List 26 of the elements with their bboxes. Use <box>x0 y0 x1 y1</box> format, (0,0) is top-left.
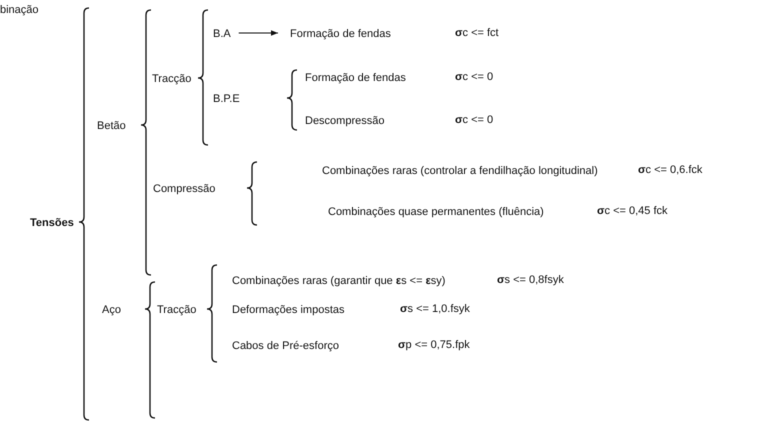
stress-formula: σs <= 0,8fsyk <box>497 273 564 287</box>
tree-item: Tracção <box>157 304 196 316</box>
tree-item: Formação de fendas <box>305 72 406 84</box>
tree-item: Combinações raras (garantir que εs <= εsy) <box>232 275 446 287</box>
tree-item: Aço <box>102 304 121 316</box>
tree-item: Betão <box>97 120 126 132</box>
tree-item: B.P.E <box>213 93 240 105</box>
tree-item: Formação de fendas <box>290 28 391 40</box>
root-heading: Tensões <box>30 217 74 229</box>
tree-item: Cabos de Pré-esforço <box>232 340 339 352</box>
stress-formula: σc <= 0 <box>455 70 494 84</box>
arrow <box>238 30 278 36</box>
stress-formula: σp <= 0,75.fpk <box>398 338 470 352</box>
stress-formula: σs <= 1,0.fsyk <box>400 302 470 316</box>
tree-item: Tracção <box>152 73 192 85</box>
tree-item: Descompressão <box>305 115 384 127</box>
tree-item: Deformações impostas <box>232 304 344 316</box>
tree-item: Compressão <box>153 183 216 195</box>
cropped-label: binação <box>0 3 39 17</box>
stress-formula: σc <= 0,6.fck <box>638 163 702 177</box>
stress-formula: σc <= fct <box>455 26 499 40</box>
stress-formula: σc <= 0 <box>455 113 494 127</box>
tree-item: Combinações quase permanentes (fluência) <box>328 206 544 218</box>
tree-item: Combinações raras (controlar a fendilhação longitudinal) <box>322 165 598 177</box>
stress-formula: σc <= 0,45 fck <box>597 204 668 218</box>
tree-item: B.A <box>213 28 231 40</box>
